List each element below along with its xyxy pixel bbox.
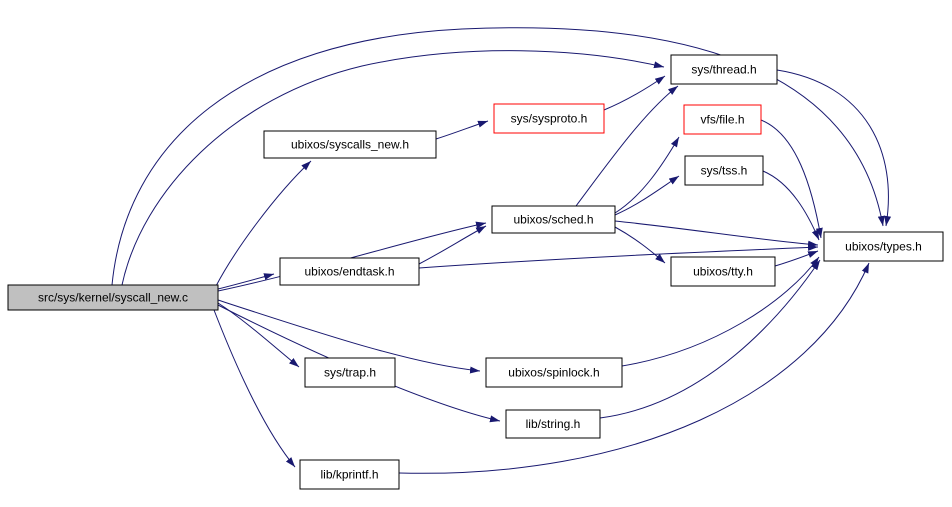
edge-syscall_new_c-to-trap_h [217,302,300,368]
node-tty_h[interactable]: ubixos/tty.h [670,256,776,287]
node-label-tty_h: ubixos/tty.h [693,265,753,279]
nodes-layer: src/sys/kernel/syscall_new.c ubixos/sysca… [7,54,944,490]
node-tss_h[interactable]: sys/tss.h [684,155,764,186]
edges-layer [111,27,892,474]
edge-sched_h-to-tty_h [614,226,666,264]
node-label-spinlock_h: ubixos/spinlock.h [508,366,599,380]
edge-tty_h-to-types_h [774,250,819,267]
node-box-tss_h[interactable] [684,155,764,186]
node-box-sysproto_h[interactable] [493,103,605,134]
node-box-spinlock_h[interactable] [485,357,623,388]
node-sysproto_h[interactable]: sys/sysproto.h [493,103,605,134]
edge-syscall_new_c-to-syscalls_new_h [215,160,312,287]
node-box-string_h[interactable] [505,409,601,439]
node-label-tss_h: sys/tss.h [701,164,748,178]
edge-tss_h-to-types_h [762,170,820,241]
node-string_h[interactable]: lib/string.h [505,409,601,439]
node-box-syscall_new_c[interactable] [7,284,219,311]
node-box-tty_h[interactable] [670,256,776,287]
node-label-string_h: lib/string.h [526,417,581,431]
edge-spinlock_h-to-types_h [621,256,820,367]
node-label-syscall_new_c: src/sys/kernel/syscall_new.c [38,291,188,305]
edge-syscall_new_c-to-endtask_h [217,273,275,290]
node-spinlock_h[interactable]: ubixos/spinlock.h [485,357,623,388]
edge-syscall_new_c-to-kprintf_h [213,309,296,468]
node-label-kprintf_h: lib/kprintf.h [320,468,378,482]
node-label-sched_h: ubixos/sched.h [513,213,593,227]
node-label-trap_h: sys/trap.h [324,366,376,380]
edge-syscall_new_c-to-types_h [111,27,885,286]
edge-syscall_new_c-to-spinlock_h [217,299,481,374]
node-trap_h[interactable]: sys/trap.h [304,357,396,388]
node-label-endtask_h: ubixos/endtask.h [304,265,394,279]
node-box-kprintf_h[interactable] [299,459,400,490]
node-syscalls_new_h[interactable]: ubixos/syscalls_new.h [263,130,437,159]
node-label-file_h: vfs/file.h [700,113,744,127]
node-label-types_h: ubixos/types.h [845,240,922,254]
node-box-sched_h[interactable] [491,205,616,234]
node-box-trap_h[interactable] [304,357,396,388]
edge-endtask_h-to-sched_h [418,225,487,265]
node-kprintf_h[interactable]: lib/kprintf.h [299,459,400,490]
node-label-sysproto_h: sys/sysproto.h [511,112,588,126]
node-syscall_new_c[interactable]: src/sys/kernel/syscall_new.c [7,284,219,311]
edge-thread_h-to-types_h [776,69,892,227]
node-label-syscalls_new_h: ubixos/syscalls_new.h [291,138,409,152]
edge-syscall_new_c-to-thread_h [121,50,665,286]
node-thread_h[interactable]: sys/thread.h [670,54,778,85]
node-box-thread_h[interactable] [670,54,778,85]
edge-sched_h-to-thread_h [575,85,679,207]
edge-sched_h-to-tss_h [614,175,680,216]
node-label-thread_h: sys/thread.h [691,63,756,77]
node-box-endtask_h[interactable] [279,257,420,286]
edge-string_h-to-types_h [599,259,821,419]
node-file_h[interactable]: vfs/file.h [683,104,762,135]
node-sched_h[interactable]: ubixos/sched.h [491,205,616,234]
node-endtask_h[interactable]: ubixos/endtask.h [279,257,420,286]
edge-kprintf_h-to-types_h [398,262,870,474]
edge-file_h-to-types_h [760,119,823,239]
node-box-types_h[interactable] [823,231,944,262]
edge-sched_h-to-types_h [614,220,819,248]
edge-endtask_h-to-types_h [418,243,819,269]
node-types_h[interactable]: ubixos/types.h [823,231,944,262]
edge-sched_h-to-file_h [614,136,680,214]
edge-syscall_new_c-to-sched_h [217,221,487,292]
node-box-file_h[interactable] [683,104,762,135]
edge-sysproto_h-to-thread_h [603,75,666,111]
node-box-syscalls_new_h[interactable] [263,130,437,159]
edge-syscalls_new_h-to-sysproto_h [435,120,489,140]
